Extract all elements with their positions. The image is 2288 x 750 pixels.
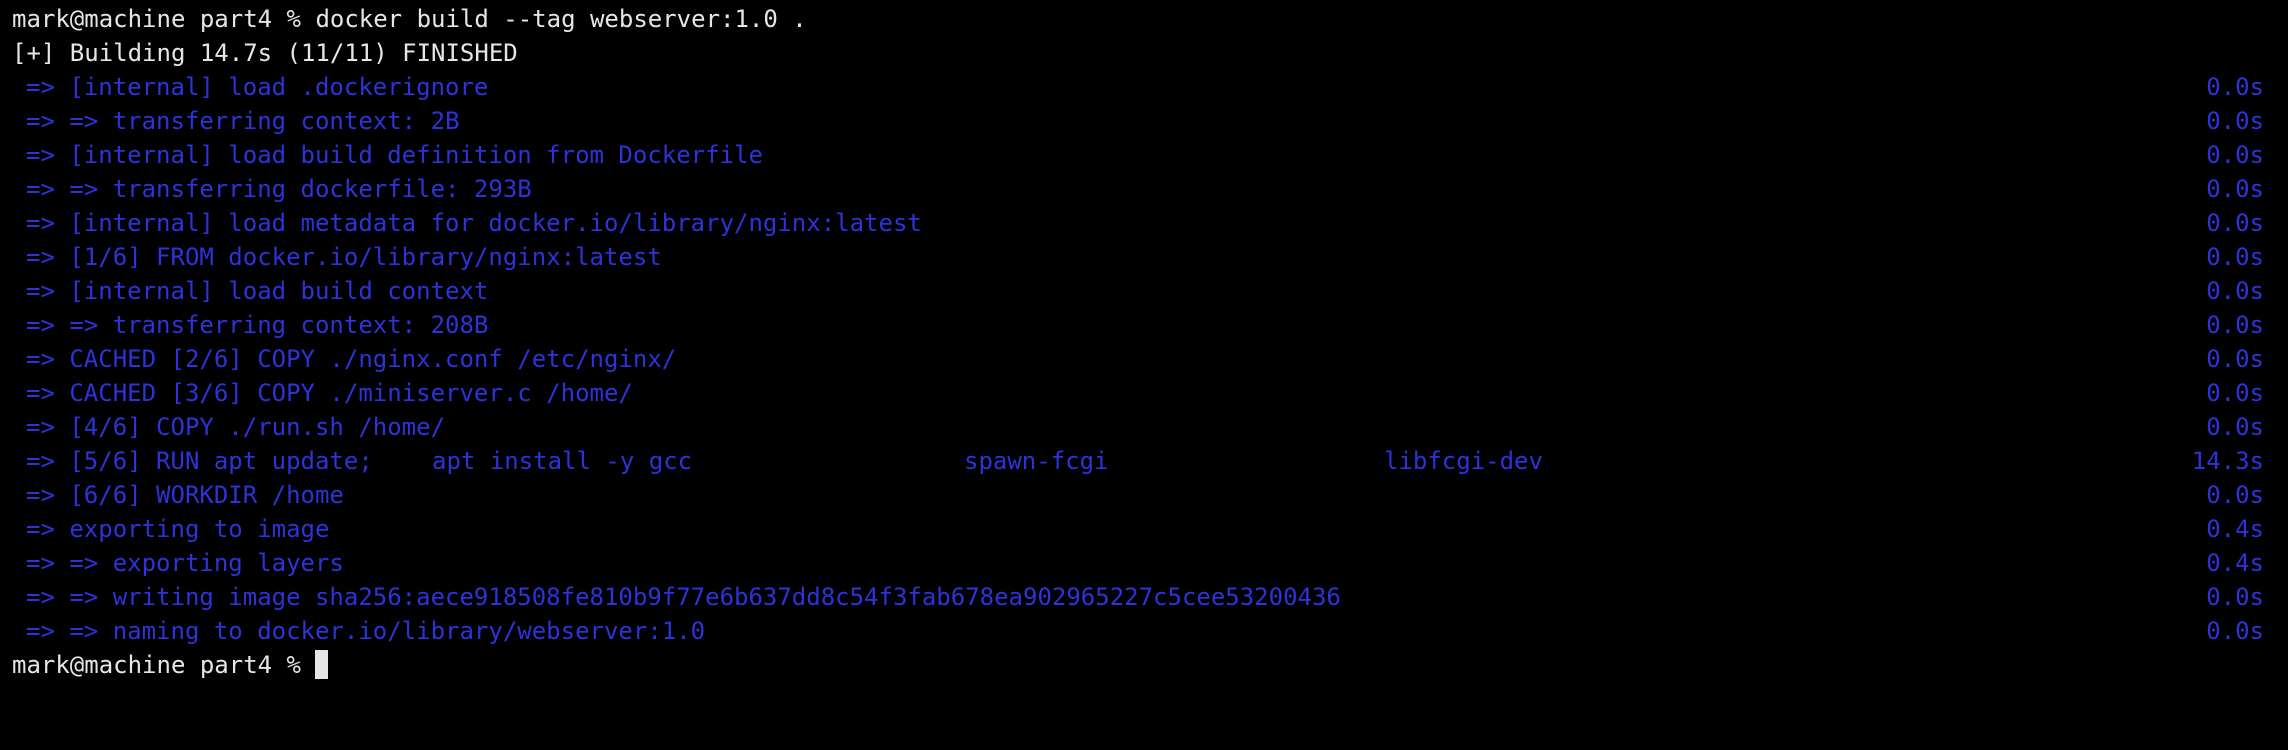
build-step: => => writing image sha256:aece918508fe8… bbox=[0, 580, 2288, 614]
build-step-time: 0.0s bbox=[2206, 311, 2264, 339]
build-status: [+] Building 14.7s (11/11) FINISHED bbox=[12, 39, 518, 67]
final-prompt-line[interactable]: mark@machine part4 % bbox=[0, 648, 2288, 682]
build-step-time: 0.0s bbox=[2206, 107, 2264, 135]
build-step-text: => => writing image sha256:aece918508fe8… bbox=[26, 583, 1341, 611]
build-step-text: => => transferring context: 2B bbox=[26, 107, 460, 135]
build-step-text: => [1/6] FROM docker.io/library/nginx:la… bbox=[26, 243, 662, 271]
build-step: => exporting to image 0.4s bbox=[0, 512, 2288, 546]
build-step-text: => [6/6] WORKDIR /home bbox=[26, 481, 344, 509]
shell-prompt: mark@machine part4 % bbox=[12, 651, 316, 679]
build-step-time: 0.0s bbox=[2206, 277, 2264, 305]
build-step-text: => [internal] load .dockerignore bbox=[26, 73, 489, 101]
build-step-time: 14.3s bbox=[2191, 447, 2264, 475]
build-step: => => transferring context: 2B 0.0s bbox=[0, 104, 2288, 138]
build-step-text: => [5/6] RUN apt update; bbox=[26, 447, 373, 475]
build-step: => [6/6] WORKDIR /home 0.0s bbox=[0, 478, 2288, 512]
build-step-time: 0.0s bbox=[2206, 209, 2264, 237]
run-command-gcc: apt install -y gcc bbox=[432, 447, 693, 475]
build-step-time: 0.0s bbox=[2206, 243, 2264, 271]
build-step: => => naming to docker.io/library/webser… bbox=[0, 614, 2288, 648]
build-step-text: => [internal] load metadata for docker.i… bbox=[26, 209, 922, 237]
build-step: => => transferring context: 208B 0.0s bbox=[0, 308, 2288, 342]
build-step-time: 0.0s bbox=[2206, 481, 2264, 509]
build-step-text: => CACHED [3/6] COPY ./miniserver.c /hom… bbox=[26, 379, 633, 407]
build-step-time: 0.4s bbox=[2206, 515, 2264, 543]
build-step: => [internal] load build context 0.0s bbox=[0, 274, 2288, 308]
build-step-time: 0.0s bbox=[2206, 617, 2264, 645]
terminal-window[interactable]: mark@machine part4 % docker build --tag … bbox=[0, 0, 2288, 696]
build-step-run: => [5/6] RUN apt update; apt install -y … bbox=[0, 444, 2288, 478]
run-command-spawn-fcgi: spawn-fcgi bbox=[964, 447, 1109, 475]
build-step: => [internal] load metadata for docker.i… bbox=[0, 206, 2288, 240]
build-step-time: 0.0s bbox=[2206, 413, 2264, 441]
build-step: => [4/6] COPY ./run.sh /home/ 0.0s bbox=[0, 410, 2288, 444]
build-step-text: => => transferring dockerfile: 293B bbox=[26, 175, 532, 203]
text-cursor bbox=[315, 650, 329, 679]
build-step-text: => exporting to image bbox=[26, 515, 330, 543]
build-step-time: 0.0s bbox=[2206, 175, 2264, 203]
build-step-time: 0.0s bbox=[2206, 379, 2264, 407]
build-step-text: => => exporting layers bbox=[26, 549, 344, 577]
build-step: => [internal] load build definition from… bbox=[0, 138, 2288, 172]
build-step: => [internal] load .dockerignore 0.0s bbox=[0, 70, 2288, 104]
build-step-time: 0.0s bbox=[2206, 345, 2264, 373]
build-step-text: => => transferring context: 208B bbox=[26, 311, 489, 339]
command-line: mark@machine part4 % docker build --tag … bbox=[0, 2, 2288, 36]
shell-prompt: mark@machine part4 % bbox=[12, 5, 316, 33]
build-step: => CACHED [3/6] COPY ./miniserver.c /hom… bbox=[0, 376, 2288, 410]
build-step-text: => CACHED [2/6] COPY ./nginx.conf /etc/n… bbox=[26, 345, 677, 373]
build-step-text: => => naming to docker.io/library/webser… bbox=[26, 617, 706, 645]
run-command-libfcgi: libfcgi-dev bbox=[1384, 447, 1543, 475]
build-step-text: => [internal] load build context bbox=[26, 277, 489, 305]
build-step-text: => [4/6] COPY ./run.sh /home/ bbox=[26, 413, 446, 441]
build-step-time: 0.4s bbox=[2206, 549, 2264, 577]
build-step-time: 0.0s bbox=[2206, 583, 2264, 611]
build-step-text: => [internal] load build definition from… bbox=[26, 141, 763, 169]
build-step: => => transferring dockerfile: 293B 0.0s bbox=[0, 172, 2288, 206]
command-text: docker build --tag webserver:1.0 . bbox=[315, 5, 807, 33]
build-step: => [1/6] FROM docker.io/library/nginx:la… bbox=[0, 240, 2288, 274]
build-step: => => exporting layers 0.4s bbox=[0, 546, 2288, 580]
build-step: => CACHED [2/6] COPY ./nginx.conf /etc/n… bbox=[0, 342, 2288, 376]
build-step-time: 0.0s bbox=[2206, 141, 2264, 169]
build-step-time: 0.0s bbox=[2206, 73, 2264, 101]
